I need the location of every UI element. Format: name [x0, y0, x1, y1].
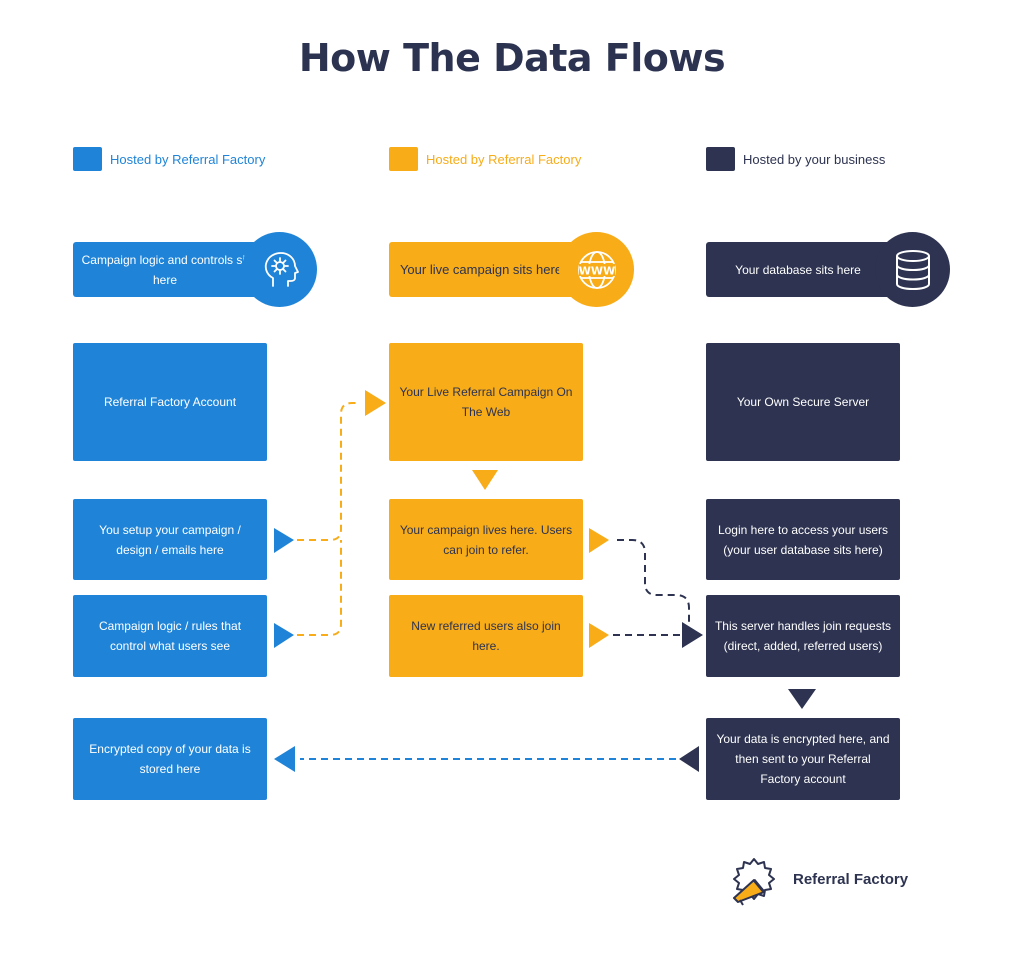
legend-label-blue: Hosted by Referral Factory [110, 151, 266, 167]
legend-label-dark: Hosted by your business [743, 151, 886, 167]
box-setup-campaign: You setup your campaign / design / email… [73, 499, 267, 580]
legend-swatch-dark [706, 147, 735, 171]
diagram-title: How The Data Flows [298, 36, 726, 80]
box-campaign-rules: Campaign logic / rules that control what… [73, 595, 267, 677]
box-referred-users-join: New referred users also join here. [389, 595, 583, 677]
legend-item-yellow: Hosted by Referral Factory [389, 147, 581, 171]
arrowhead-server-to-encrypt [788, 689, 816, 709]
arrowhead-into-encrypted-copy [274, 746, 295, 772]
box-live-referral-campaign: Your Live Referral Campaign On The Web [389, 343, 583, 461]
box-login-users: Login here to access your users (your us… [706, 499, 900, 580]
gear-head-icon [242, 232, 317, 307]
legend-label-yellow: Hosted by Referral Factory [426, 151, 582, 167]
arrowhead-to-live-campaign [365, 390, 386, 416]
arrowhead-referred-out [589, 623, 609, 648]
connector-rules-to-live [297, 540, 342, 636]
arrowhead-encrypt-out [679, 746, 699, 772]
connector-lives-here-to-server [617, 539, 690, 622]
legend-item-dark: Hosted by your business [706, 147, 885, 171]
arrowhead-lives-here-out [589, 528, 609, 553]
referral-factory-logo-icon [728, 856, 780, 908]
legend-swatch-blue [73, 147, 102, 171]
legend-item-blue: Hosted by Referral Factory [73, 147, 265, 171]
www-globe-icon: WWW [559, 232, 634, 307]
connector-setup-to-live [297, 402, 360, 541]
box-encrypted-copy: Encrypted copy of your data is stored he… [73, 718, 267, 800]
box-own-secure-server: Your Own Secure Server [706, 343, 900, 461]
arrowhead-into-join-requests [682, 622, 703, 648]
box-referral-factory-account: Referral Factory Account [73, 343, 267, 461]
box-join-requests: This server handles join requests (direc… [706, 595, 900, 677]
box-data-encrypted: Your data is encrypted here, and then se… [706, 718, 900, 800]
legend-swatch-yellow [389, 147, 418, 171]
brand-name: Referral Factory [793, 871, 909, 888]
database-icon [875, 232, 950, 307]
arrowhead-rules [274, 623, 294, 648]
box-campaign-lives-here: Your campaign lives here. Users can join… [389, 499, 583, 580]
arrowhead-setup [274, 528, 294, 553]
svg-text:WWW: WWW [578, 264, 614, 277]
arrowhead-live-to-lives-here [472, 470, 498, 490]
